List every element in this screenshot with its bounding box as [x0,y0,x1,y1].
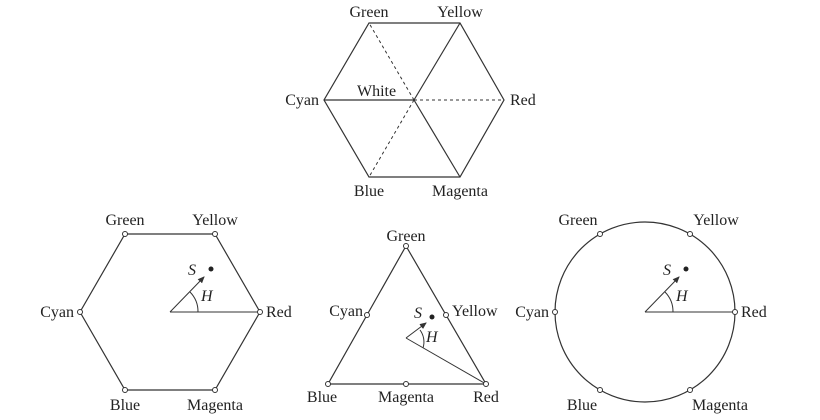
hexagon-color-point [208,266,214,272]
cube-label-blue: Blue [354,183,384,200]
circle-label-cyan: Cyan [515,304,549,321]
cube-label-green: Green [349,4,388,21]
hexagon-vertex-blue [122,387,128,393]
circle-point-magenta [687,387,693,393]
triangle-hue-reference-line [405,337,487,385]
hexagon-label-magenta: Magenta [187,397,243,414]
hexagon-label-cyan: Cyan [40,304,74,321]
hexagon-label-s: S [188,262,196,279]
circle-point-yellow [687,231,693,237]
circle-label-yellow: Yellow [693,212,739,229]
hexagon-label-yellow: Yellow [192,212,238,229]
triangle-vertex-red [483,381,489,387]
triangle-label-green: Green [386,228,425,245]
rgb-cube-diagram: Green Yellow Cyan White Red Blue Magenta [285,4,536,200]
cube-hidden-edge-blue [368,99,415,178]
hexagon-hue-arc [189,291,199,313]
triangle-diagram: Green Cyan Yellow Blue Magenta Red S H [307,228,499,406]
circle-label-red: Red [741,304,767,321]
hexagon-label-green: Green [105,212,144,229]
circle-color-point [683,266,689,272]
hexagon-vertex-green [122,231,128,237]
circle-label-s: S [663,262,671,279]
triangle-label-cyan: Cyan [329,303,363,320]
circle-label-blue: Blue [567,397,597,414]
circle-saturation-vector [644,276,680,313]
triangle-label-magenta: Magenta [378,389,434,406]
triangle-label-yellow: Yellow [452,303,498,320]
hexagon-diagram: Green Yellow Cyan Red Blue Magenta S H [40,212,292,414]
triangle-label-blue: Blue [307,389,337,406]
circle-diagram: Green Yellow Cyan Red Blue Magenta S H [515,212,767,414]
hexagon-label-blue: Blue [110,397,140,414]
circle-label-magenta: Magenta [692,397,748,414]
cube-hidden-edge-green [368,22,415,101]
hexagon-vertex-cyan [77,309,83,315]
hexagon-label-h: H [200,288,214,305]
triangle-point-magenta [403,381,409,387]
circle-label-green: Green [558,212,597,229]
cube-label-magenta: Magenta [432,183,488,200]
triangle-point-cyan [364,312,370,318]
hexagon-vertex-yellow [212,231,218,237]
cube-edge-white-magenta [413,99,461,178]
triangle-label-red: Red [473,389,499,406]
cube-label-cyan: Cyan [285,92,319,109]
circle-point-cyan [552,309,558,315]
circle-point-red [732,309,738,315]
triangle-vertex-green [403,243,409,249]
cube-label-white: White [357,83,396,100]
hexagon-vertex-red [257,309,263,315]
cube-label-red: Red [510,92,536,109]
circle-label-h: H [675,288,689,305]
circle-hue-arc [664,291,674,313]
hexagon-saturation-vector [169,276,205,313]
triangle-point-yellow [443,312,449,318]
circle-point-green [597,231,603,237]
cube-label-yellow: Yellow [437,4,483,21]
triangle-saturation-vector [405,322,427,339]
triangle-hue-arc [419,329,425,349]
triangle-label-h: H [425,329,439,346]
cube-edge-white-yellow [413,22,461,101]
circle-point-blue [597,387,603,393]
triangle-color-point [429,314,435,320]
hexagon-vertex-magenta [212,387,218,393]
triangle-label-s: S [414,305,422,322]
triangle-vertex-blue [325,381,331,387]
hexagon-label-red: Red [266,304,292,321]
